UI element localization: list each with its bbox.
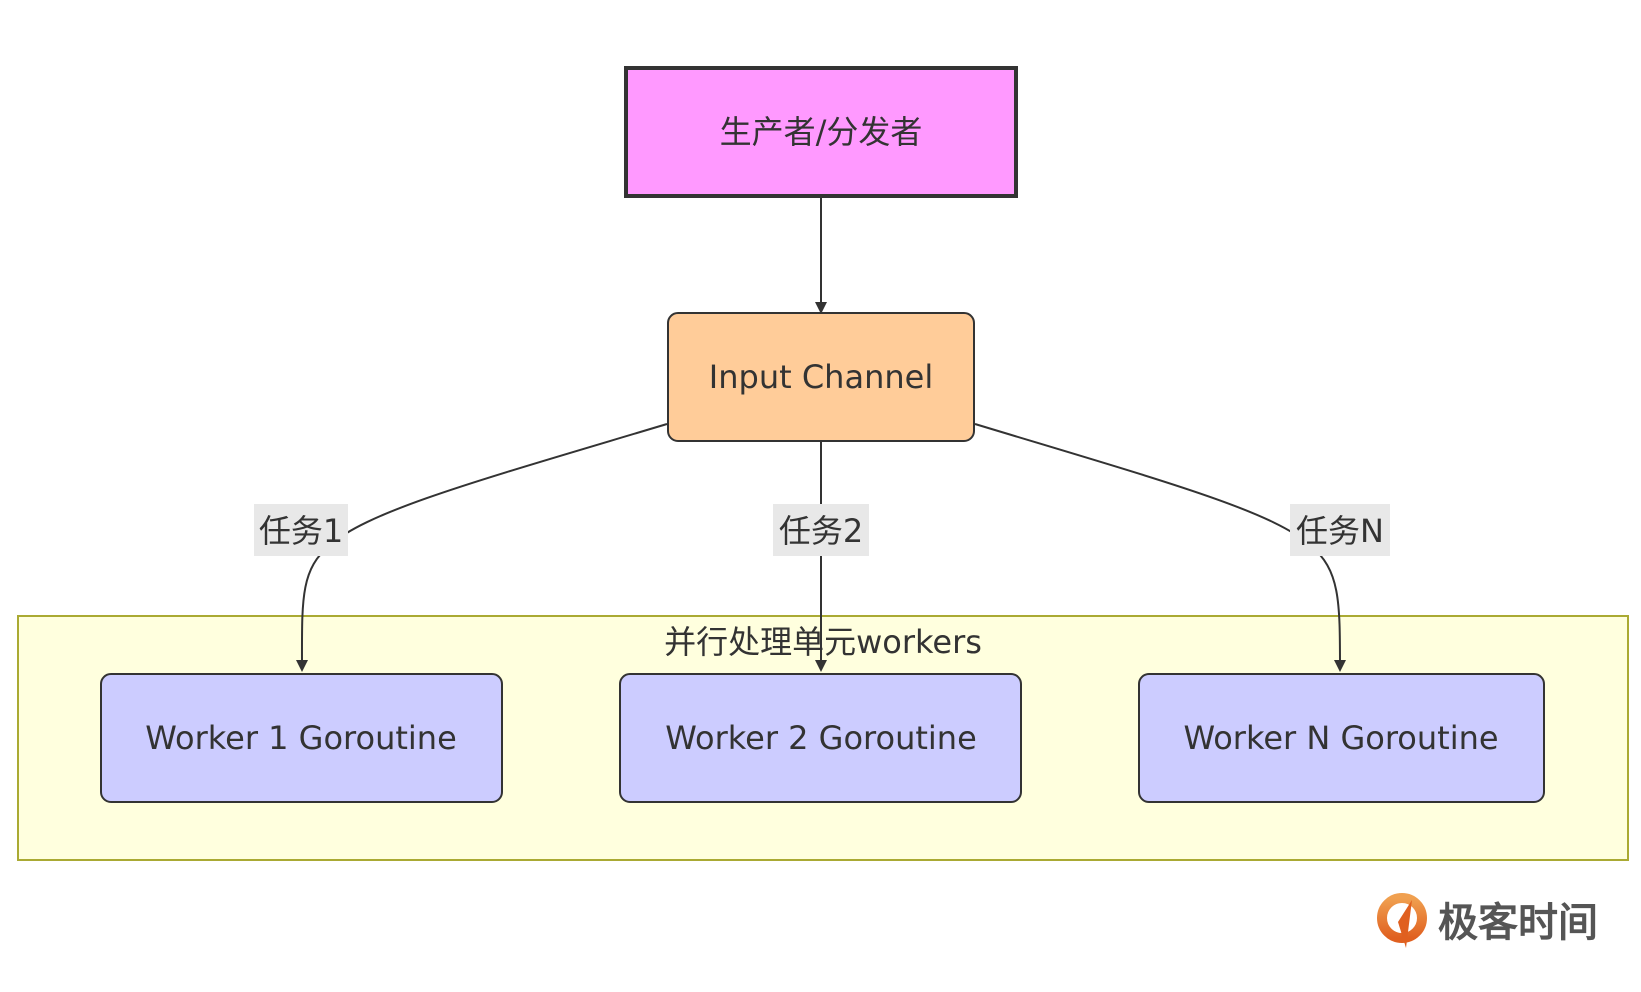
- node-worker-2[interactable]: Worker 2 Goroutine: [619, 673, 1022, 803]
- node-producer-box[interactable]: [624, 66, 1018, 198]
- watermark-text: 极客时间: [1438, 900, 1598, 946]
- node-worker2-label: Worker 2 Goroutine: [665, 719, 977, 757]
- edge-label-bg: [254, 504, 348, 556]
- edge-label-task2: 任务2: [773, 504, 869, 556]
- edge-label-bg: [1290, 504, 1390, 556]
- node-workerN-box[interactable]: [1138, 673, 1545, 803]
- edge-label-text: 任务2: [779, 512, 863, 550]
- edge-label-bg: [773, 504, 869, 556]
- edge-channel-to-worker1: [295, 423, 668, 672]
- edge-label-text: 任务1: [259, 512, 343, 550]
- node-worker-n[interactable]: Worker N Goroutine: [1138, 673, 1545, 803]
- node-worker1-box[interactable]: [100, 673, 503, 803]
- watermark: 极客时间: [1377, 893, 1598, 948]
- cluster-label: 并行处理单元workers: [664, 623, 982, 661]
- edge-label-task1: 任务1: [254, 504, 348, 556]
- node-input-channel[interactable]: Input Channel: [667, 312, 975, 442]
- node-worker1-label: Worker 1 Goroutine: [145, 719, 457, 757]
- edge-label-text: 任务N: [1296, 512, 1384, 550]
- node-producer[interactable]: 生产者/分发者: [624, 66, 1018, 198]
- node-producer-label: 生产者/分发者: [720, 113, 923, 151]
- edge-label-taskN: 任务N: [1290, 504, 1390, 556]
- node-workerN-label: Worker N Goroutine: [1183, 719, 1498, 757]
- geektime-logo-icon: [1377, 893, 1427, 948]
- node-channel-box[interactable]: [667, 312, 975, 442]
- node-channel-label: Input Channel: [709, 358, 933, 396]
- node-worker2-box[interactable]: [619, 673, 1022, 803]
- node-worker-1[interactable]: Worker 1 Goroutine: [100, 673, 503, 803]
